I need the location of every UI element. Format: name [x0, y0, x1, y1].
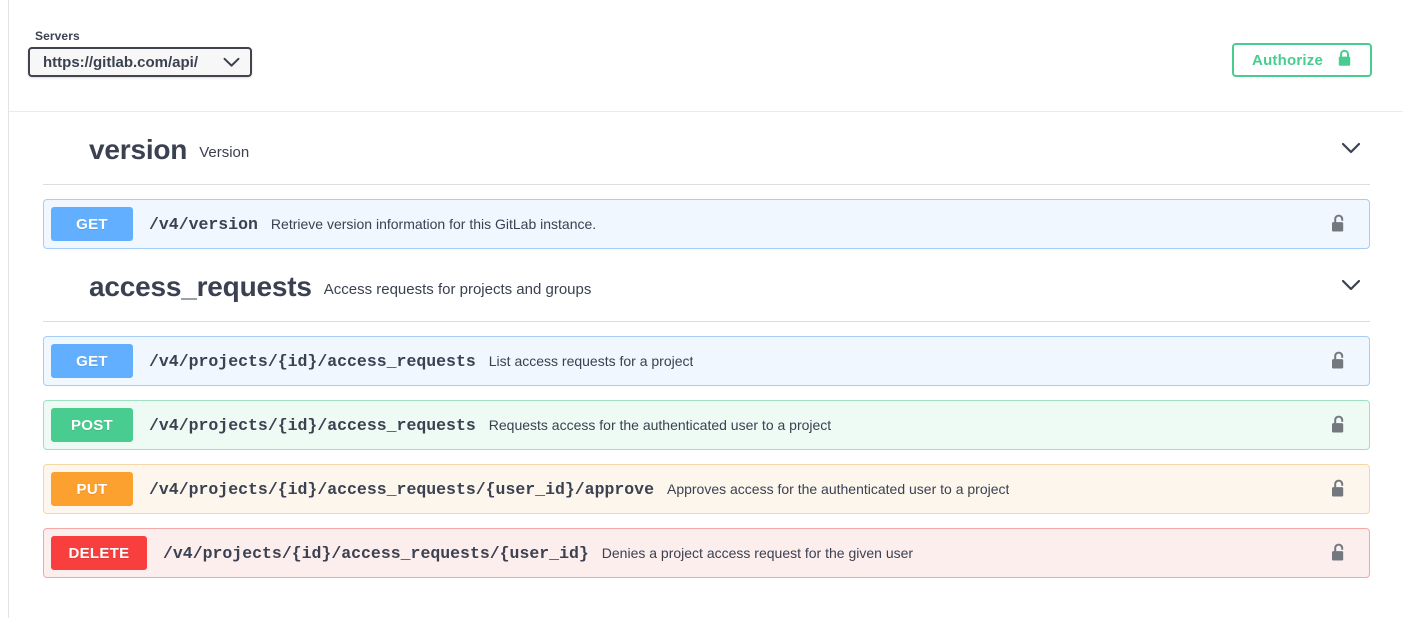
http-method-badge: GET [51, 207, 133, 241]
server-url-value: https://gitlab.com/api/ [43, 53, 199, 71]
http-method-badge: GET [51, 344, 133, 378]
tag-description: Version [199, 144, 250, 161]
operation-path: /v4/projects/{id}/access_requests [149, 351, 476, 371]
tag-name: version [89, 134, 188, 165]
operation-path: /v4/version [149, 214, 258, 234]
tag-description: Access requests for projects and groups [323, 281, 592, 298]
lock-open-icon[interactable] [1330, 415, 1347, 436]
operation-row[interactable]: GET /v4/projects/{id}/access_requests Li… [43, 336, 1370, 386]
chevron-down-icon[interactable] [1336, 276, 1366, 294]
server-url-select[interactable]: https://gitlab.com/api/ [28, 47, 252, 77]
operation-path: /v4/projects/{id}/access_requests/{user_… [163, 543, 589, 563]
operation-summary: Requests access for the authenticated us… [488, 417, 832, 433]
authorize-button-label: Authorize [1252, 51, 1323, 69]
operation-row[interactable]: GET /v4/version Retrieve version informa… [43, 199, 1370, 249]
chevron-down-icon[interactable] [1336, 139, 1366, 157]
operation-list-access-requests: GET /v4/projects/{id}/access_requests Li… [9, 336, 1403, 578]
tag-name: access_requests [89, 271, 312, 302]
tag-header-access-requests[interactable]: access_requests Access requests for proj… [43, 249, 1370, 322]
scheme-container: Servers https://gitlab.com/api/ Authoriz… [9, 0, 1403, 112]
operation-summary: Approves access for the authenticated us… [666, 481, 1010, 497]
operations-body: version Version GET /v4/version Retrieve… [9, 112, 1403, 618]
http-method-badge: DELETE [51, 536, 147, 570]
http-method-badge: POST [51, 408, 133, 442]
tag-section-access-requests: access_requests Access requests for proj… [9, 249, 1403, 578]
servers-label: Servers [35, 29, 80, 43]
lock-closed-icon [1337, 49, 1352, 72]
operation-list-version: GET /v4/version Retrieve version informa… [9, 199, 1403, 249]
servers-block: Servers https://gitlab.com/api/ [28, 29, 252, 77]
lock-open-icon[interactable] [1330, 351, 1347, 372]
operation-path: /v4/projects/{id}/access_requests/{user_… [149, 479, 654, 499]
lock-open-icon[interactable] [1330, 543, 1347, 564]
operation-row[interactable]: PUT /v4/projects/{id}/access_requests/{u… [43, 464, 1370, 514]
tag-header-version[interactable]: version Version [43, 112, 1370, 185]
operation-row[interactable]: POST /v4/projects/{id}/access_requests R… [43, 400, 1370, 450]
chevron-down-icon [223, 57, 240, 68]
lock-open-icon[interactable] [1330, 214, 1347, 235]
operation-summary: List access requests for a project [488, 353, 694, 369]
operation-row[interactable]: DELETE /v4/projects/{id}/access_requests… [43, 528, 1370, 578]
authorize-button[interactable]: Authorize [1232, 43, 1372, 77]
tag-section-version: version Version GET /v4/version Retrieve… [9, 112, 1403, 249]
operation-path: /v4/projects/{id}/access_requests [149, 415, 476, 435]
left-edge-rule [8, 0, 9, 618]
http-method-badge: PUT [51, 472, 133, 506]
operation-summary: Retrieve version information for this Gi… [270, 216, 597, 232]
lock-open-icon[interactable] [1330, 479, 1347, 500]
operation-summary: Denies a project access request for the … [601, 545, 914, 561]
